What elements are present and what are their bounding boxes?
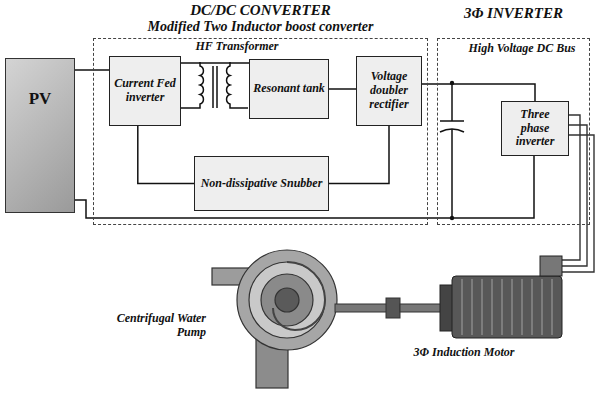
- converter-group: DC/DC CONVERTERModified Two Inductor boo…: [93, 38, 428, 225]
- centrifugal-pump: [212, 250, 337, 388]
- transformer-symbol: [180, 62, 248, 108]
- wire-connector: [329, 126, 389, 184]
- process-box: Three phase inverter: [501, 101, 569, 156]
- pv-array: PV: [5, 58, 75, 213]
- process-box: Resonant tank: [249, 59, 329, 119]
- process-box: Voltage doubler rectifier: [356, 56, 422, 126]
- process-box: Non-dissipative Snubber: [194, 156, 329, 211]
- wire-connector: [422, 84, 535, 101]
- wire-connector: [75, 69, 109, 71]
- bus-label: High Voltage DC Bus: [462, 42, 582, 56]
- group-heading: Modified Two Inductor boost converter: [94, 19, 427, 35]
- box-text: PV: [29, 89, 52, 109]
- induction-motor: [440, 256, 562, 338]
- process-box: Current Fed inverter: [109, 56, 181, 126]
- motor-label: 3Φ Induction Motor: [412, 346, 516, 360]
- group-heading: 3Φ INVERTER: [438, 5, 589, 22]
- wire-connector: [181, 62, 249, 64]
- box-text: Current Fed inverter: [113, 77, 177, 105]
- box-text: Voltage doubler rectifier: [360, 70, 418, 111]
- pump-label: Centrifugal Water Pump: [108, 312, 206, 340]
- box-text: Three phase inverter: [505, 108, 565, 149]
- box-text: Non-dissipative Snubber: [201, 177, 323, 191]
- group-heading: DC/DC CONVERTER: [94, 2, 427, 19]
- wire-connector: [138, 126, 194, 184]
- junction-dots: [450, 81, 454, 220]
- box-text: Resonant tank: [253, 82, 325, 96]
- wire-connector: [329, 88, 356, 90]
- component-label: HF Transformer: [182, 40, 292, 54]
- shaft-coupling: [335, 298, 442, 318]
- inverter-group: 3Φ INVERTERThree phase inverter: [437, 38, 590, 225]
